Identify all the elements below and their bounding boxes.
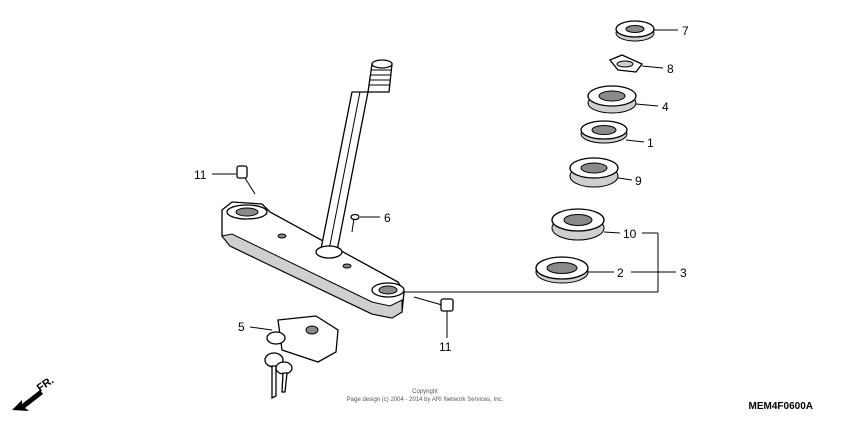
leader-lines bbox=[212, 29, 678, 338]
callout-5: 5 bbox=[238, 320, 245, 334]
copyright-line-2: Page design (c) 2004 - 2014 by ARI Netwo… bbox=[347, 397, 504, 403]
callout-9: 9 bbox=[635, 174, 642, 188]
callout-11-lower: 11 bbox=[439, 340, 452, 354]
callout-4: 4 bbox=[662, 100, 669, 114]
part-1-dust-seal[interactable] bbox=[580, 120, 628, 144]
diagram-code: MEM4F0600A bbox=[749, 401, 813, 412]
part-11-bolt-lower[interactable] bbox=[413, 296, 454, 312]
part-6-bolt[interactable] bbox=[350, 213, 360, 233]
part-2-dust-seal[interactable] bbox=[535, 256, 589, 284]
callout-11-upper: 11 bbox=[194, 168, 207, 182]
part-11-bolt-upper[interactable] bbox=[236, 165, 256, 195]
callout-8: 8 bbox=[667, 62, 674, 76]
part-10-bearing-race[interactable] bbox=[551, 208, 605, 241]
callout-3: 3 bbox=[680, 266, 687, 280]
part-8-lock-washer[interactable] bbox=[608, 54, 644, 73]
callout-1: 1 bbox=[647, 136, 654, 150]
steering-stem-assembly[interactable] bbox=[221, 59, 405, 319]
part-5-ignition-switch[interactable] bbox=[264, 315, 339, 400]
callout-2: 2 bbox=[617, 266, 624, 280]
front-direction-indicator: FR. bbox=[12, 374, 56, 411]
callout-6: 6 bbox=[384, 211, 391, 225]
part-9-ball-bearing[interactable] bbox=[569, 157, 619, 188]
part-7-lock-nut[interactable] bbox=[615, 20, 655, 42]
callout-7: 7 bbox=[682, 24, 689, 38]
direction-arrow-icon bbox=[12, 390, 43, 411]
part-4-bearing-cone[interactable] bbox=[587, 85, 637, 114]
direction-label: FR. bbox=[35, 374, 56, 394]
callout-10: 10 bbox=[623, 227, 637, 241]
copyright-line-1: Copyright bbox=[412, 389, 438, 395]
